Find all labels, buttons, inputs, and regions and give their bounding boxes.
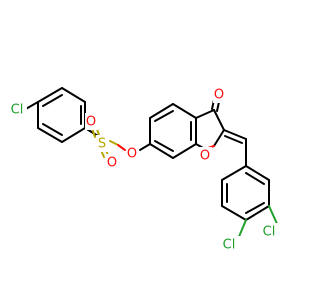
chlorine-right-a-text: Cl — [223, 238, 236, 253]
molecule-structure-diagram: Cl S O O O O O Cl — [7, 86, 281, 253]
ester-oxygen-text: O — [127, 147, 137, 162]
atom-labels: Cl S O O O O O Cl — [7, 86, 281, 253]
chlorine-right-a-label: Cl — [219, 236, 241, 253]
ester-oxygen-label: O — [126, 145, 139, 162]
sulfur-text: S — [98, 137, 106, 152]
chlorine-right-b-text: Cl — [263, 225, 276, 240]
furan-oxygen-label: O — [199, 147, 212, 164]
bonds — [23, 87, 279, 240]
sulfur-label: S — [96, 135, 109, 152]
chlorine-right-b-label: Cl — [259, 223, 281, 240]
sulfonyl-oxygen-bottom-label: O — [106, 154, 119, 171]
furan-oxygen-text: O — [200, 149, 210, 164]
sulfonyl-oxygen-top-text: O — [86, 115, 96, 130]
ketone-oxygen-text: O — [214, 88, 224, 103]
ketone-oxygen-label: O — [213, 86, 226, 103]
sulfonyl-oxygen-bottom-text: O — [107, 156, 117, 171]
chlorine-left-label: Cl — [7, 101, 27, 118]
sulfonyl-oxygen-top-label: O — [85, 113, 98, 130]
chlorine-left-text: Cl — [11, 103, 24, 118]
